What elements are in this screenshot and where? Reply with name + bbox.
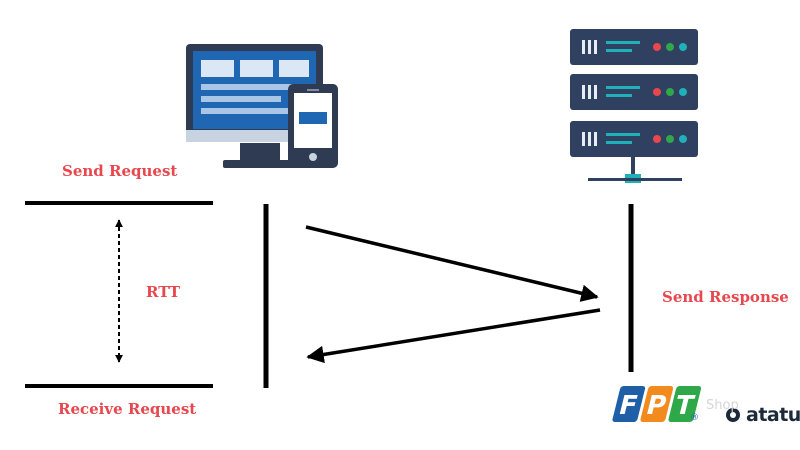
desktop-and-phone-icon [186, 44, 338, 168]
server-rack-icon [570, 29, 698, 183]
brand-watermark: atatu [746, 404, 800, 426]
send-request-label: Send Request [62, 162, 178, 180]
receive-request-label: Receive Request [58, 400, 197, 418]
fpt-registered-mark: ® [690, 413, 699, 423]
response-arrow [306, 308, 601, 364]
request-arrow [305, 225, 599, 302]
shop-watermark: Shop [706, 398, 739, 413]
rtt-label: RTT [146, 283, 180, 301]
fpt-logo: F P T ® [612, 386, 702, 423]
send-response-label: Send Response [662, 288, 789, 306]
